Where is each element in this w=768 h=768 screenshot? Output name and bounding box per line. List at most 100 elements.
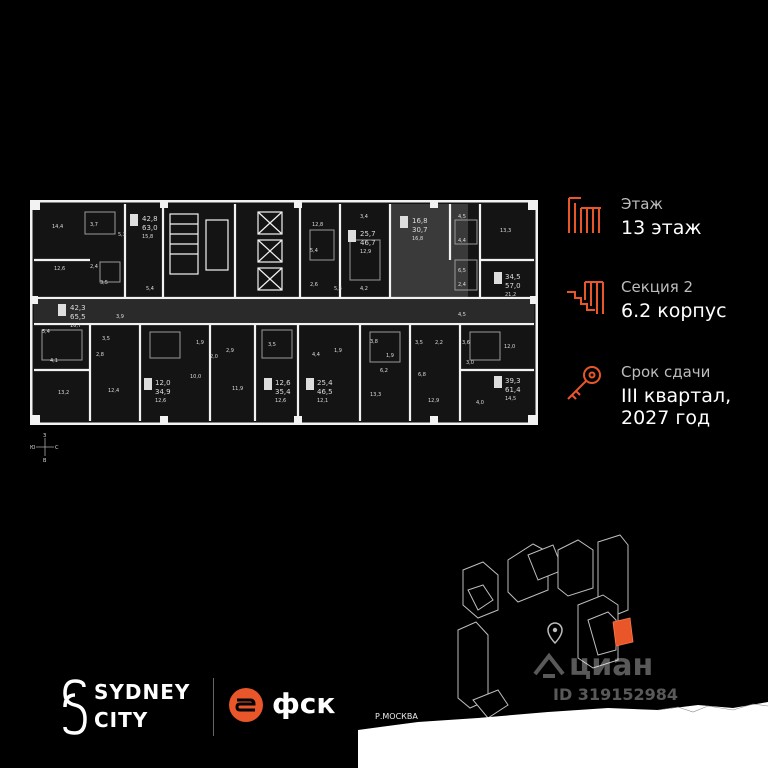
svg-text:39,3: 39,3 (505, 377, 521, 385)
room-area: 12,0 (504, 344, 515, 350)
stairs-icon (567, 281, 604, 314)
room-area: 4,0 (476, 400, 484, 406)
svg-text:34,5: 34,5 (505, 273, 521, 281)
apartment-badge[interactable]: 1 16,8 30,7 16,8 (400, 216, 428, 242)
room-area: 3,5 (268, 342, 276, 348)
sydney-line2: CITY (94, 708, 149, 732)
svg-text:2: 2 (350, 233, 356, 243)
svg-text:16,7: 16,7 (70, 323, 81, 329)
svg-text:2: 2 (308, 381, 314, 391)
room-area: 3,9 (116, 314, 124, 320)
room-area: 2,0 (210, 354, 218, 360)
floor-label: Этаж (621, 195, 663, 213)
room-area: 14,4 (52, 224, 63, 230)
apartment-badge[interactable]: 3 42,8 63,0 15,8 (130, 214, 158, 240)
fsk-wordmark: фск (272, 687, 336, 720)
svg-text:1: 1 (266, 381, 272, 391)
svg-text:1: 1 (402, 219, 408, 229)
room-area: 13,3 (370, 392, 381, 398)
room-area: 3,7 (90, 222, 98, 228)
room-area: 2,6 (310, 282, 318, 288)
room-area: 12,6 (54, 266, 65, 272)
svg-text:30,7: 30,7 (412, 226, 428, 234)
room-area: 2,8 (96, 352, 104, 358)
svg-text:42,8: 42,8 (142, 215, 158, 223)
svg-text:С: С (55, 445, 59, 451)
room-area: 13,3 (500, 228, 511, 234)
room-area: 1,9 (386, 353, 394, 359)
watermark-brand: циан (569, 648, 654, 683)
compass-icon: З С В Ю (30, 433, 59, 462)
svg-text:16,8: 16,8 (412, 236, 423, 242)
fsk-emblem-icon (229, 688, 263, 722)
svg-text:35,4: 35,4 (275, 388, 291, 396)
room-area: 6,2 (380, 368, 388, 374)
room-area: 5,4 (310, 248, 318, 254)
svg-text:25,7: 25,7 (360, 230, 376, 238)
room-area: 13,2 (58, 390, 69, 396)
svg-text:21,2: 21,2 (505, 292, 516, 298)
room-area: 6,5 (458, 268, 466, 274)
room-area: 11,9 (232, 386, 243, 392)
room-area: 2,4 (90, 264, 98, 270)
room-area: 4,1 (50, 358, 58, 364)
svg-text:46,5: 46,5 (317, 388, 333, 396)
room-area: 10,0 (190, 374, 201, 380)
fsk-logo: фск (228, 685, 348, 725)
room-area: 3,4 (360, 214, 368, 220)
svg-text:16,8: 16,8 (412, 217, 428, 225)
section-info: Секция 2 6.2 корпус (565, 278, 765, 328)
site-map (358, 534, 768, 768)
floor-info: Этаж 13 этаж (565, 195, 765, 245)
svg-text:3: 3 (496, 379, 502, 389)
room-area: 5,4 (146, 286, 154, 292)
river-bank (358, 702, 768, 768)
apartment-badge[interactable]: 1 12,0 34,9 12,6 (144, 378, 171, 404)
apartment-badge[interactable]: 1 12,6 35,4 12,6 (264, 378, 291, 404)
svg-text:З: З (43, 433, 46, 439)
room-area: 3,6 (462, 340, 470, 346)
apartment-badge[interactable]: 3 42,3 65,5 16,7 (58, 304, 86, 329)
room-area-labels: 14,4 3,7 5,3 12,6 2,4 3,5 5,4 12,8 3,4 5… (42, 214, 515, 406)
room-area: 1,9 (196, 340, 204, 346)
room-area: 4,2 (360, 286, 368, 292)
apartment-badge[interactable]: 2 34,5 57,0 21,2 (494, 272, 521, 298)
room-area: 3,5 (102, 336, 110, 342)
svg-text:25,4: 25,4 (317, 379, 333, 387)
room-area: 3,5 (415, 340, 423, 346)
svg-text:В: В (43, 458, 47, 462)
building-floors-icon (568, 197, 601, 233)
svg-text:12,6: 12,6 (275, 398, 286, 404)
room-area: 4,4 (458, 238, 466, 244)
sydney-city-wordmark: SYDNEY CITY (94, 678, 190, 734)
room-area: 3,8 (370, 339, 378, 345)
apartment-badge[interactable]: 3 39,3 61,4 14,5 (494, 376, 521, 402)
svg-text:15,8: 15,8 (142, 234, 153, 240)
floor-value: 13 этаж (621, 217, 702, 239)
svg-text:3: 3 (60, 307, 66, 317)
apartment-badge[interactable]: 2 25,4 46,5 12,1 (306, 378, 333, 404)
deadline-info: Срок сдачи III квартал, 2027 год (565, 363, 765, 438)
room-area: 5,3 (118, 232, 126, 238)
room-area: 4,5 (458, 214, 466, 220)
highlighted-building (612, 617, 634, 647)
room-area: 5,4 (334, 286, 342, 292)
room-area: 6,8 (418, 372, 426, 378)
svg-text:12,6: 12,6 (275, 379, 291, 387)
deadline-value-line2: 2027 год (621, 407, 711, 429)
room-area: 3,5 (100, 280, 108, 286)
apartment-badge[interactable]: 2 25,7 46,7 12,9 (348, 230, 376, 255)
section-value: 6.2 корпус (621, 300, 727, 322)
sydney-city-logo: SYDNEY CITY (62, 675, 202, 737)
svg-text:12,1: 12,1 (317, 398, 328, 404)
room-area: 3,0 (466, 360, 474, 366)
svg-text:12,9: 12,9 (360, 249, 371, 255)
sydney-line1: SYDNEY (94, 680, 191, 704)
svg-text:1: 1 (146, 381, 152, 391)
svg-text:3: 3 (132, 217, 138, 227)
svg-text:46,7: 46,7 (360, 239, 376, 247)
room-area: 12,8 (312, 222, 323, 228)
room-area: 12,4 (108, 388, 119, 394)
room-area: 5,4 (42, 329, 50, 335)
floor-plan: 3 42,8 63,0 15,8 2 25,7 46,7 12,9 1 16,8… (30, 200, 538, 425)
